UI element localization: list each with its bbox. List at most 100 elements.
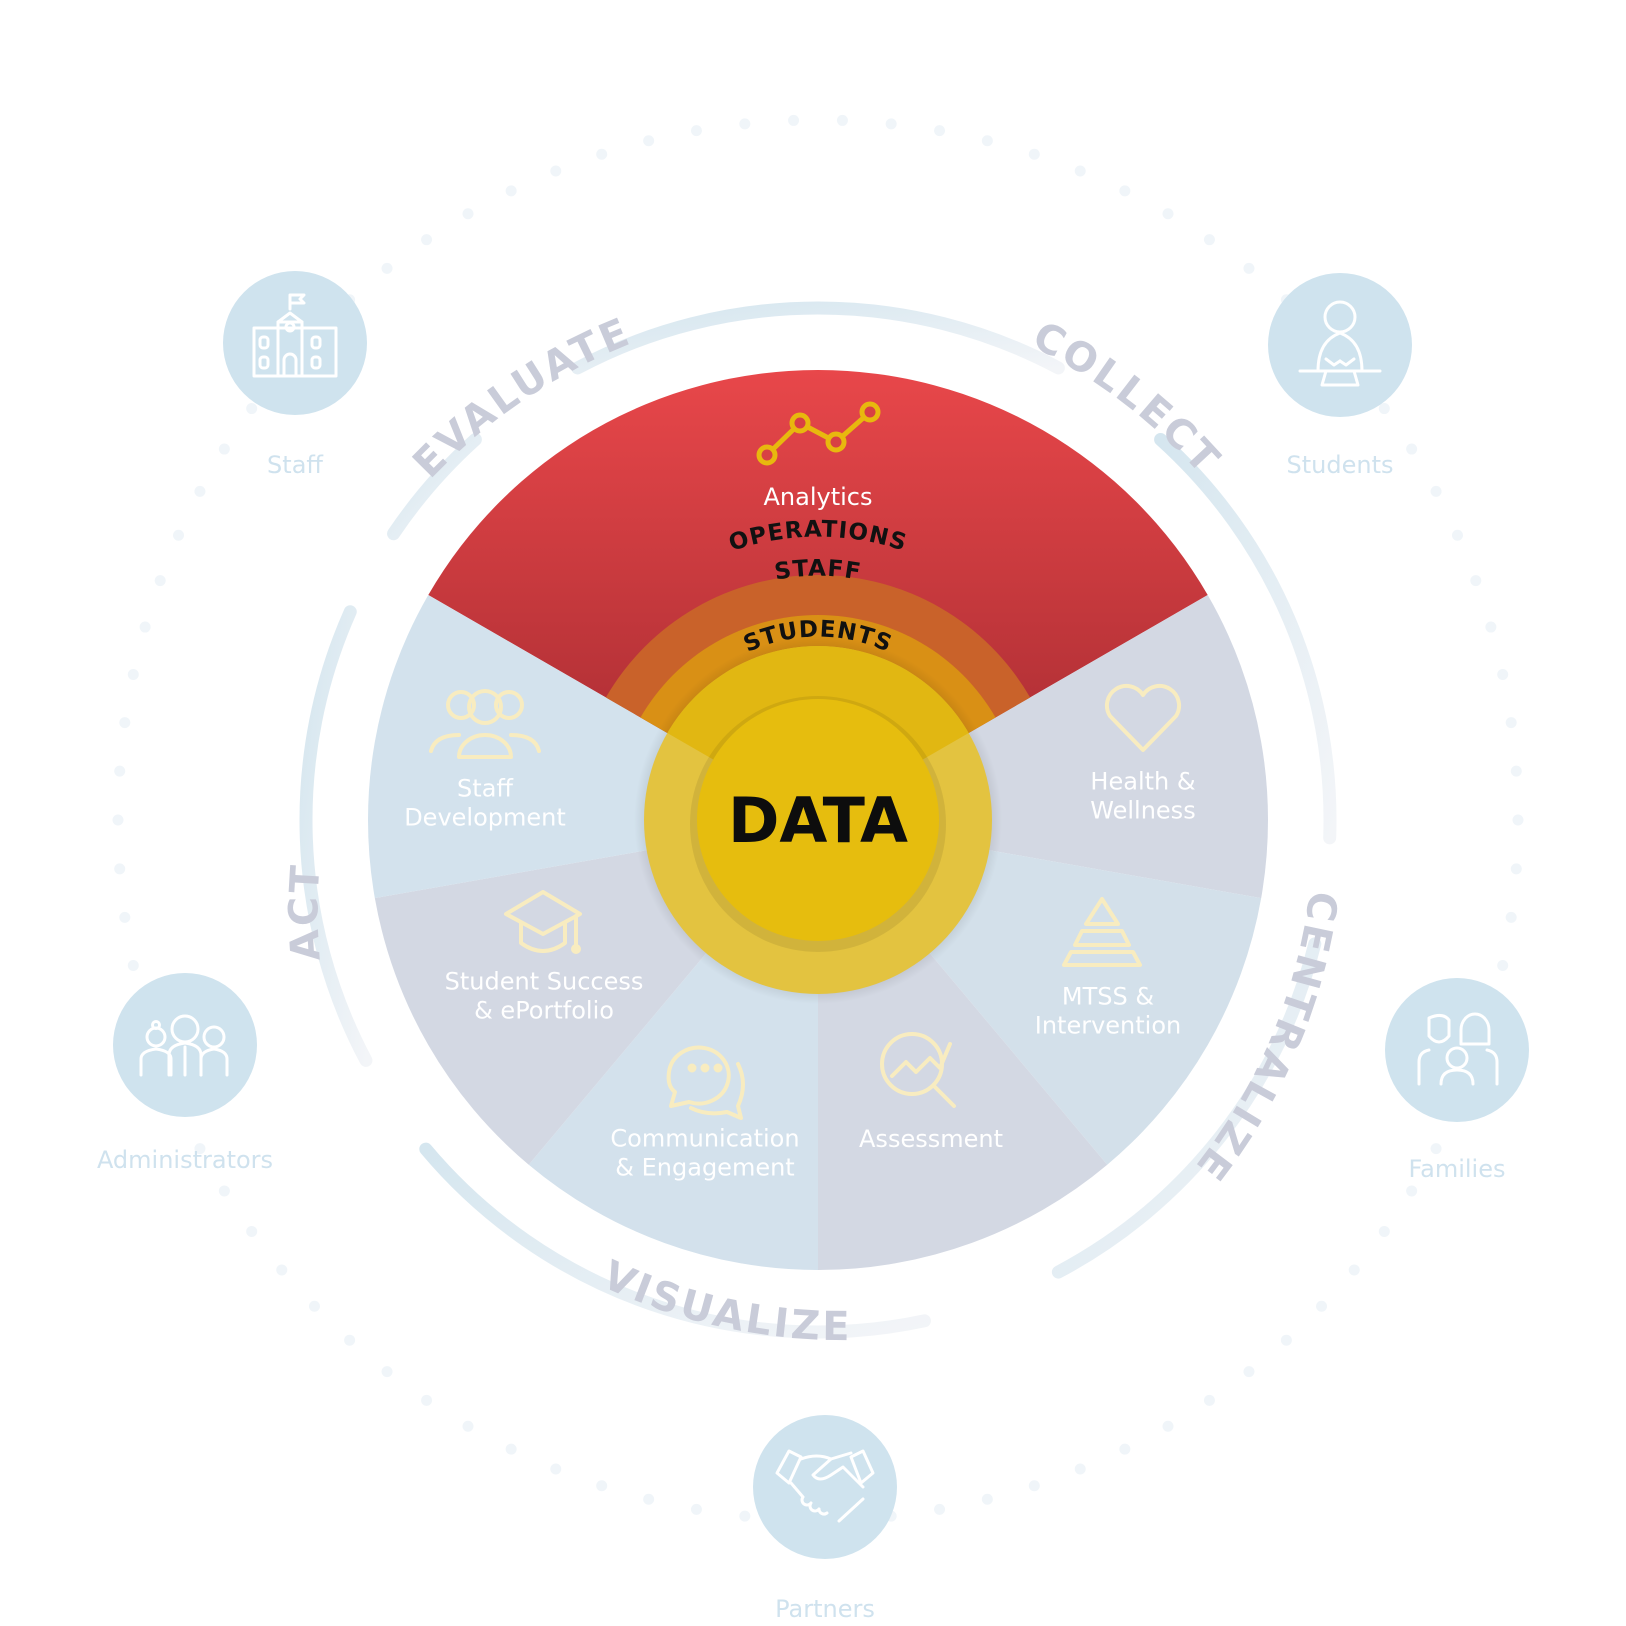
ring-dot	[127, 668, 139, 680]
stakeholder-circle	[1385, 978, 1529, 1122]
ring-dot	[421, 1394, 433, 1406]
ring-dot	[885, 118, 897, 130]
segment-label-line: & ePortfolio	[474, 997, 614, 1025]
ring-dot	[173, 529, 185, 541]
ring-dot	[308, 1300, 320, 1312]
segment-label-line: Development	[404, 804, 566, 832]
ring-dot	[1203, 234, 1215, 246]
segment-label: Student Success& ePortfolio	[445, 968, 644, 1025]
segment-label: Communication& Engagement	[610, 1125, 799, 1182]
segment-label-line: Student Success	[445, 968, 644, 996]
ring-dot	[934, 125, 946, 137]
stakeholder-families[interactable]: Families	[1385, 978, 1529, 1183]
ring-dot	[1470, 575, 1482, 587]
ring-dot	[1162, 1420, 1174, 1432]
ring-dot	[643, 135, 655, 147]
ring-dot	[1348, 1264, 1360, 1276]
magnifier-chart-icon	[880, 1032, 956, 1108]
ring-dot	[1316, 1300, 1328, 1312]
cycle-arc	[1051, 937, 1322, 1279]
ring-dot	[1430, 1143, 1442, 1155]
ring-dot	[218, 443, 230, 455]
ring-dot	[1243, 1366, 1255, 1378]
ring-dot	[550, 165, 562, 177]
ring-dot	[114, 765, 126, 777]
stakeholder-label: Administrators	[97, 1146, 273, 1174]
stakeholder-staff[interactable]: Staff	[223, 271, 367, 479]
ring-dot	[1119, 185, 1131, 197]
ring-label-staff: STAFF	[773, 556, 863, 586]
ring-dot	[1505, 911, 1517, 923]
segment-label: Assessment	[859, 1125, 1003, 1153]
segment-label-line: Communication	[610, 1125, 799, 1153]
ring-dot	[550, 1463, 562, 1475]
segment-label-line: Staff	[457, 775, 513, 803]
stakeholder-circle	[223, 271, 367, 415]
ring-dot	[690, 1503, 702, 1515]
segment-label: MTSS &Intervention	[1035, 983, 1181, 1040]
cycle-arc	[419, 1142, 931, 1339]
line-chart-icon	[756, 401, 881, 466]
ring-dot	[1406, 1185, 1418, 1197]
ring-dot	[1280, 1334, 1292, 1346]
cycle-arc	[1154, 433, 1337, 845]
ring-dot	[139, 621, 151, 633]
ring-dot	[1510, 863, 1522, 875]
ring-dot	[462, 208, 474, 220]
segment-label-line: Assessment	[859, 1125, 1003, 1153]
stage-act[interactable]: ACT	[282, 861, 330, 962]
outer-dotted-ring	[112, 114, 1524, 1526]
cycle-arc	[299, 605, 373, 1067]
stakeholder-circle	[1268, 273, 1412, 417]
layer-rings	[605, 574, 1031, 1004]
ring-dot	[194, 1143, 206, 1155]
graduation-cap-icon	[504, 890, 582, 954]
ring-dot	[421, 234, 433, 246]
ring-dot	[1162, 208, 1174, 220]
ring-dot	[981, 135, 993, 147]
cycle-arc	[571, 301, 1065, 375]
ring-dot	[596, 1480, 608, 1492]
ring-dot	[194, 485, 206, 497]
pyramid-icon	[1062, 897, 1142, 967]
ring-dot	[1451, 529, 1463, 541]
stakeholder-label: Families	[1409, 1155, 1506, 1183]
handshake-icon	[775, 1449, 875, 1523]
segment-label-line: MTSS &	[1062, 983, 1154, 1011]
ring-dot	[1497, 960, 1509, 972]
ring-dot	[981, 1493, 993, 1505]
stakeholder-label: Partners	[775, 1595, 875, 1623]
team-icon	[429, 689, 541, 759]
stakeholder-label: Students	[1287, 451, 1394, 479]
family-icon	[1417, 1012, 1499, 1086]
ring-dot	[1203, 1394, 1215, 1406]
stakeholder-partners[interactable]: Partners	[753, 1415, 897, 1623]
student-desk-icon	[1298, 300, 1382, 387]
ring-dot	[344, 1334, 356, 1346]
ring-dot	[276, 1264, 288, 1276]
core-inner-circle[interactable]	[697, 699, 939, 941]
ring-dot	[934, 1503, 946, 1515]
chat-bubbles-icon	[666, 1045, 745, 1120]
stakeholder-label: Staff	[267, 451, 323, 479]
ring-dot	[836, 114, 848, 126]
ring-dot	[1243, 262, 1255, 274]
ring-dot	[381, 1366, 393, 1378]
ring-dot	[154, 575, 166, 587]
stakeholder-circle	[113, 973, 257, 1117]
ring-dot	[1074, 1463, 1086, 1475]
ring-dot	[1028, 148, 1040, 160]
ring-dot	[788, 114, 800, 126]
ring-dot	[119, 911, 131, 923]
ring-dot	[1430, 485, 1442, 497]
ring-dot	[218, 1185, 230, 1197]
stakeholder-administrators[interactable]: Administrators	[97, 973, 273, 1174]
stakeholder-circle	[753, 1415, 897, 1559]
ring-dot	[505, 185, 517, 197]
cycle-arc-ring	[299, 301, 1337, 1339]
ring-dot	[462, 1420, 474, 1432]
stakeholder-students[interactable]: Students	[1268, 273, 1412, 479]
